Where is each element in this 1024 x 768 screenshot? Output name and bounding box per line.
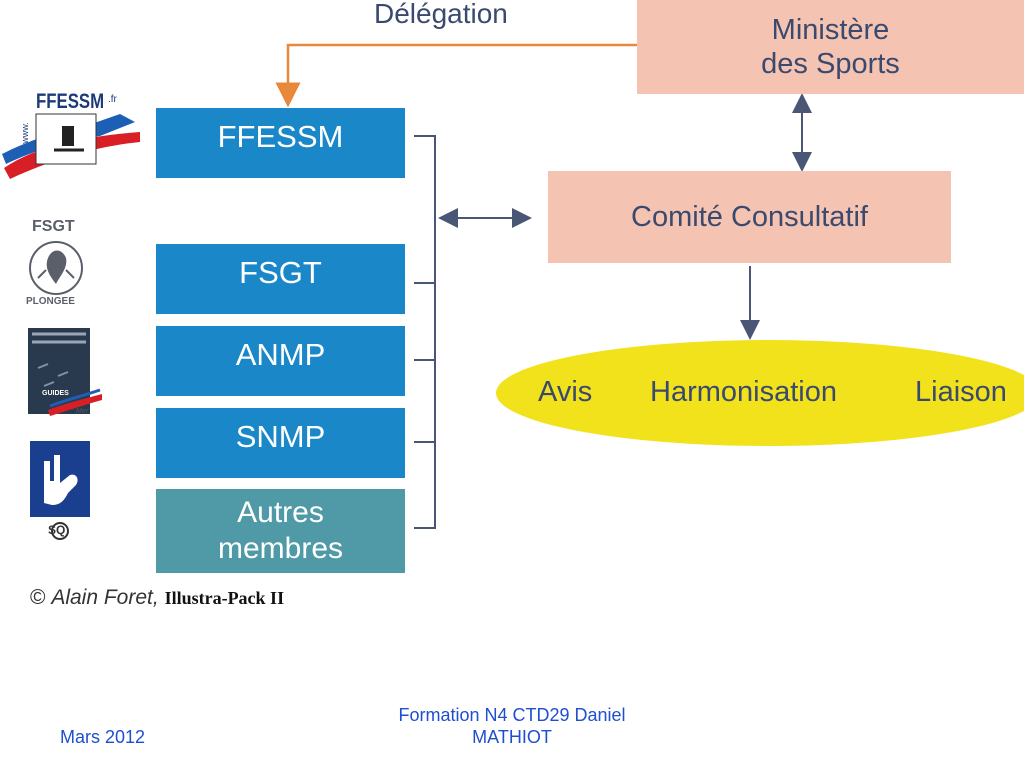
fsgt-logo-art (29, 241, 83, 295)
ffessm-logo-side: www. (19, 122, 30, 144)
ffessm-logo-suffix: .fr (108, 94, 117, 105)
autres-line2: membres (217, 532, 344, 565)
credit-line: © Alain Foret, Illustra-Pack II (30, 586, 284, 610)
federation-label-snmp: SNMP (235, 419, 326, 454)
footer-title-line2: MATHIOT (472, 727, 552, 747)
snmp-logo-art (30, 441, 90, 540)
anmp-logo-art (28, 328, 102, 416)
anmp-logo: GUIDES Mer (28, 328, 102, 420)
ministere-line2: des Sports (761, 48, 900, 80)
comite-label: Comité Consultatif (631, 200, 868, 233)
result-avis: Avis (538, 376, 593, 408)
ministere-line1: Ministère (771, 14, 890, 46)
ffessm-logo: FFESSM .fr www. (0, 84, 150, 184)
ffessm-logo-art (2, 113, 140, 179)
autres-line1: Autres (237, 496, 324, 529)
delegation-arrow (275, 43, 637, 108)
federation-box-fsgt: FSGT (156, 244, 405, 314)
federation-box-anmp: ANMP (156, 326, 405, 396)
fsgt-logo-bottom: PLONGEE (26, 296, 75, 307)
autres-membres-box: Autres membres (156, 489, 405, 573)
results-ellipse (496, 340, 1024, 446)
delegation-label: Délégation (374, 0, 508, 29)
fsgt-logo-top: FSGT (32, 218, 75, 235)
result-harmonisation: Harmonisation (650, 376, 837, 408)
federation-label-fsgt: FSGT (239, 255, 322, 290)
federation-box-ffessm: FFESSM (156, 108, 405, 178)
federation-label-anmp: ANMP (235, 337, 326, 372)
result-liaison: Liaison (915, 376, 1007, 408)
footer-date: Mars 2012 (60, 727, 146, 747)
ffessm-logo-title: FFESSM (36, 90, 105, 113)
federation-bracket (414, 135, 436, 529)
snmp-logo-text: SQ (48, 523, 66, 537)
credit-pack: Illustra-Pack II (164, 588, 285, 608)
ministere-box: Ministère des Sports (637, 0, 1024, 94)
comite-box: Comité Consultatif (548, 171, 951, 263)
anmp-logo-sub: Mer (76, 408, 89, 415)
fsgt-logo: FSGT PLONGEE (20, 218, 92, 312)
credit-author: Alain Foret, (51, 586, 159, 609)
federation-box-snmp: SNMP (156, 408, 405, 478)
footer-title: Formation N4 CTD29 Daniel MATHIOT (372, 704, 652, 748)
footer-title-line1: Formation N4 CTD29 Daniel (398, 705, 626, 725)
anmp-logo-text: GUIDES (42, 390, 69, 397)
snmp-logo: SQ (30, 441, 90, 545)
copyright-symbol: © (30, 586, 46, 609)
federation-label-ffessm: FFESSM (217, 119, 344, 154)
